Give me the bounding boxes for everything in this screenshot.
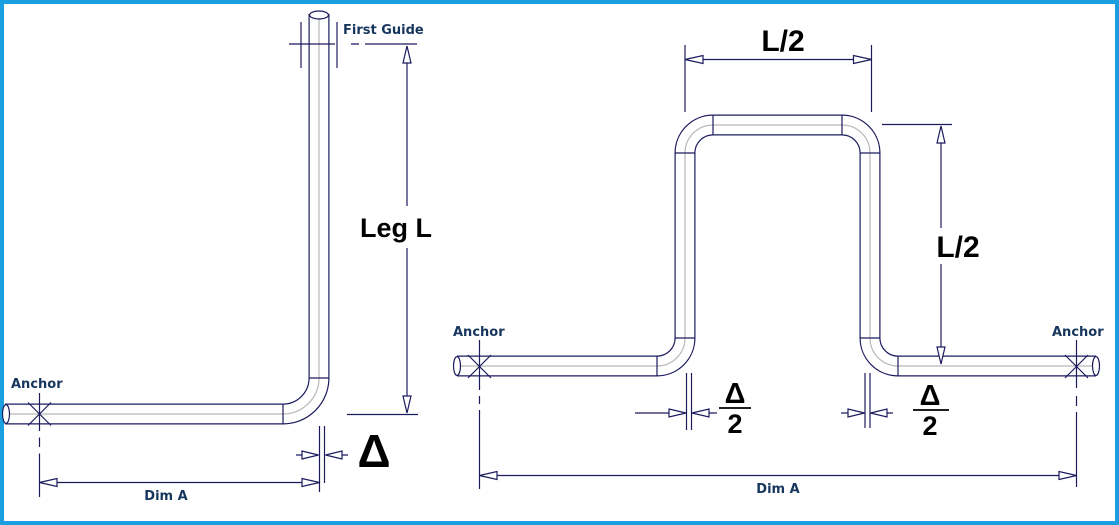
anchor-cross [27, 393, 52, 497]
anchor-cross [467, 340, 492, 489]
top-span-dimension [684, 45, 873, 112]
right-anchor-label: Anchor [1052, 325, 1104, 340]
leg-l-label: Leg L [360, 213, 432, 243]
first-guide-symbol [289, 22, 417, 68]
arrow-right [1058, 470, 1077, 481]
arrow-right [668, 408, 687, 418]
delta-dimension [296, 426, 348, 492]
arrow-right [852, 54, 872, 65]
loop-pipe [452, 114, 1101, 377]
arrow-right [847, 408, 865, 418]
pipe-end-cap-right [1091, 356, 1101, 377]
anchor-label: Anchor [11, 377, 63, 392]
pipe-outline [5, 14, 330, 425]
left-half-delta-numerator: Δ [725, 378, 746, 410]
arrow-left [325, 450, 343, 460]
right-span-dimension [882, 123, 952, 365]
right-half-delta-dimension [841, 373, 949, 428]
right-anchor-symbol [1064, 340, 1089, 487]
delta-extension-lines [841, 373, 893, 428]
left-anchor-label: Anchor [453, 325, 505, 340]
pipe-fill [5, 14, 329, 424]
top-span-label: L/2 [761, 25, 804, 58]
arrow-left [870, 408, 888, 418]
right-half-delta-numerator: Δ [920, 380, 941, 412]
left-anchor-symbol [27, 393, 52, 497]
leg-l-dimension-line [347, 47, 418, 416]
dim-a-label: Dim A [756, 482, 799, 497]
arrow-down [402, 395, 412, 414]
right-span-label: L/2 [936, 231, 979, 264]
pipe-fill [457, 115, 1096, 376]
arrow-up [402, 45, 412, 64]
arrow-left [691, 408, 710, 418]
delta-label: Δ [357, 425, 390, 477]
leg-l-dimension [347, 45, 418, 416]
left-half-delta-dimension [635, 373, 751, 430]
left-half-delta-denominator: 2 [727, 409, 742, 439]
arrow-left [39, 477, 58, 488]
first-guide-label: First Guide [343, 23, 424, 38]
arrow-up [936, 125, 946, 144]
anchor-cross [1064, 340, 1089, 487]
delta-extension-lines [296, 426, 348, 492]
arrow-down [936, 346, 946, 365]
arrow-left [479, 470, 498, 481]
left-figure: First Guide Leg L Anchor Δ Dim A [1, 10, 432, 504]
right-half-delta-denominator: 2 [922, 411, 937, 441]
pipe-outline [457, 114, 1096, 377]
elbow-weld-ticks [656, 115, 899, 376]
pipe-end-cap-left [1, 404, 11, 425]
delta-extension-lines [635, 373, 717, 430]
arrow-left [684, 54, 704, 65]
pipe-centerline [5, 14, 320, 415]
dim-a-dimension-left [39, 477, 320, 488]
arrow-right [301, 477, 320, 488]
dimension-lines [684, 45, 873, 112]
pipe-end-cap-top [309, 10, 330, 20]
dim-a-label: Dim A [144, 489, 187, 504]
right-figure: L/2 L/2 Δ 2 Δ 2 Anchor Anc [452, 25, 1104, 497]
left-anchor-symbol [467, 340, 492, 489]
pipe-centerline [457, 124, 1096, 367]
elbow-weld-ticks [282, 377, 329, 424]
dim-a-dimension-right [479, 470, 1077, 481]
guide-lines [289, 22, 417, 68]
pipe-end-cap-left [452, 356, 462, 377]
arrow-right [301, 450, 319, 460]
left-pipe [1, 10, 330, 425]
